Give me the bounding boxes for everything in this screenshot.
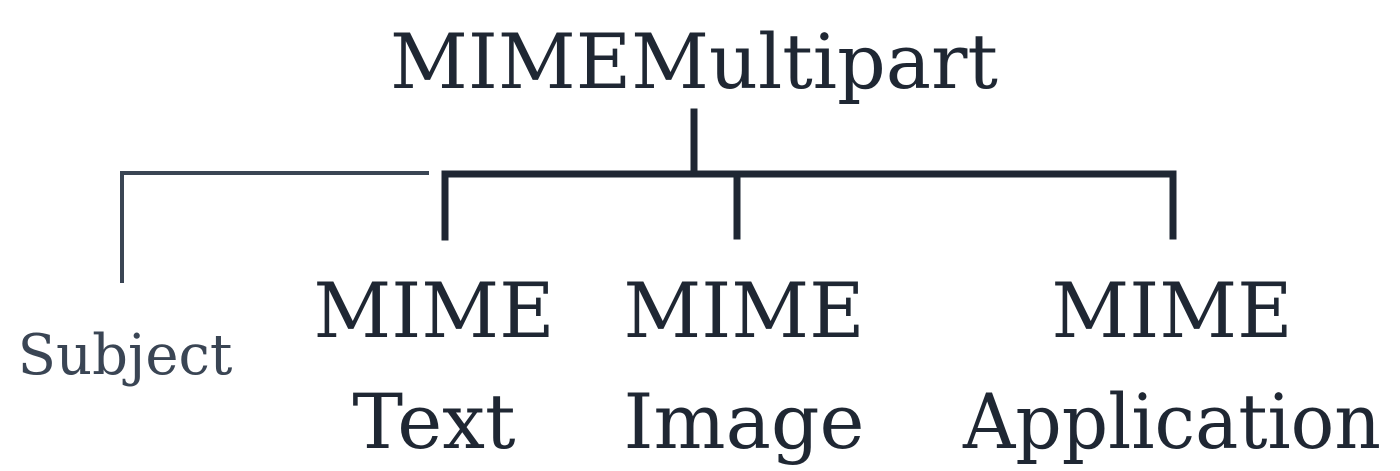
- subject-label: Subject: [18, 323, 233, 388]
- child-node-line1: MIME: [1051, 266, 1292, 355]
- child-node-line1: MIME: [313, 266, 554, 355]
- child-node-line1: MIME: [623, 266, 864, 355]
- child-node-line2: Text: [352, 377, 515, 466]
- subject-connector: [120, 171, 429, 283]
- primary-connectors: [441, 108, 1177, 241]
- child-node-line2: Application: [962, 377, 1381, 466]
- root-node-label: MIMEMultipart: [390, 17, 998, 106]
- child-node-mime-application: MIME Application: [962, 266, 1381, 466]
- child-node-mime-image: MIME Image: [623, 266, 864, 466]
- child-node-line2: Image: [623, 377, 864, 466]
- child-node-mime-text: MIME Text: [313, 266, 554, 466]
